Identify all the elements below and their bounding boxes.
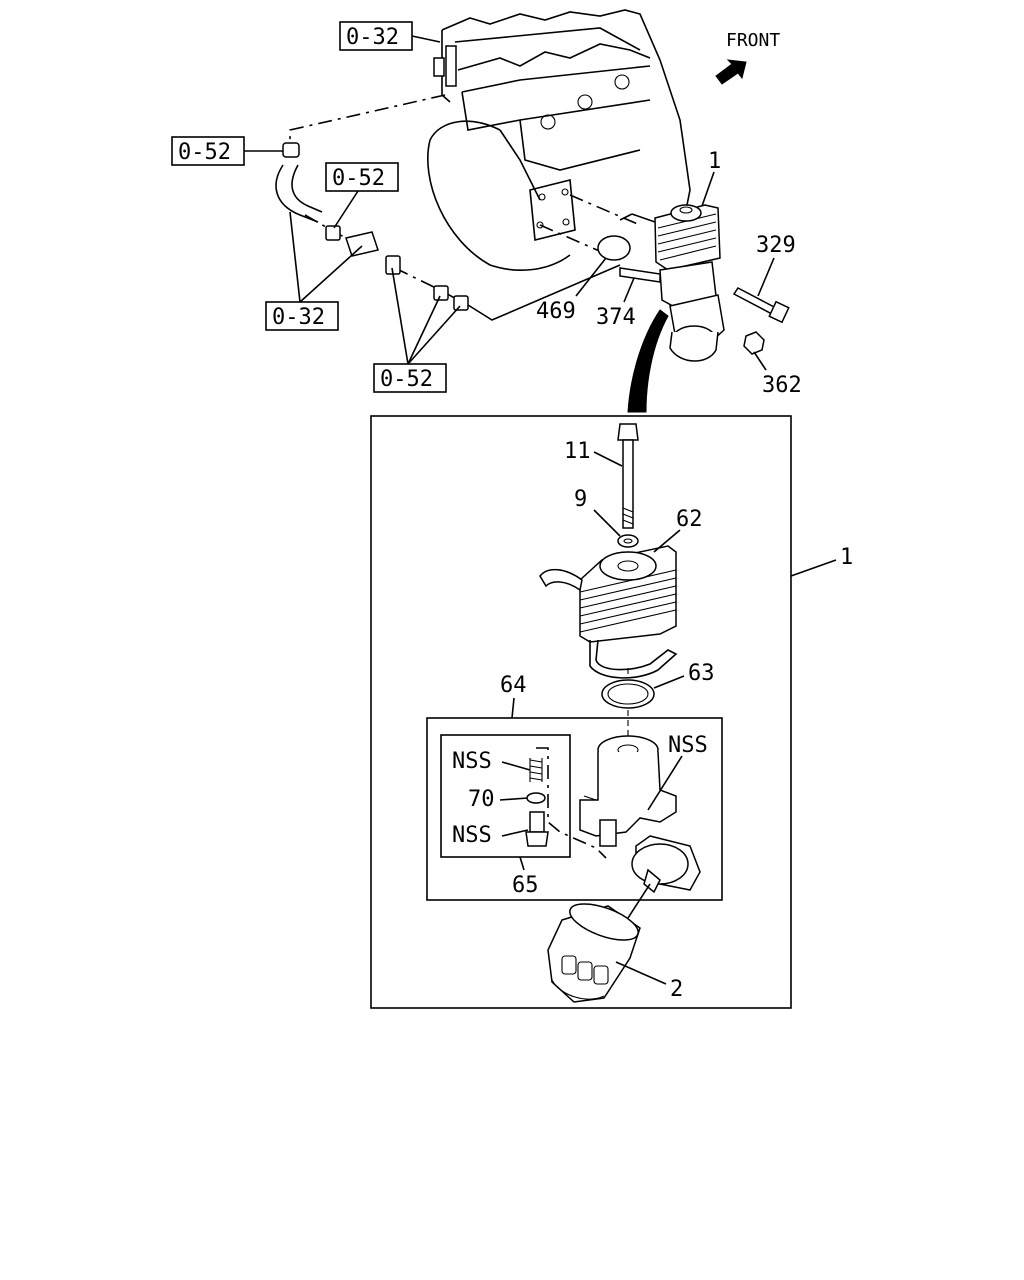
hose-and-fittings-drawing <box>275 142 621 321</box>
callout-2: 2 <box>670 977 683 1002</box>
reference-0-32-top[interactable]: 0-32 <box>339 21 413 51</box>
nut-362 <box>743 331 765 355</box>
nss-label-plug: NSS <box>452 823 492 848</box>
oil-cooler-assembly-drawing <box>619 204 725 362</box>
callout-374: 374 <box>596 305 636 330</box>
front-label: FRONT <box>726 30 780 51</box>
engine-block-drawing <box>427 9 691 271</box>
callout-9: 9 <box>574 487 587 512</box>
relief-valve-group-65 <box>440 734 571 858</box>
cooler-element-62 <box>539 545 678 679</box>
reference-label: 0-52 <box>380 367 433 392</box>
callout-362: 362 <box>762 373 802 398</box>
callout-64: 64 <box>500 673 527 698</box>
reference-0-32-bottom[interactable]: 0-32 <box>265 301 339 331</box>
reference-0-52-mid[interactable]: 0-52 <box>325 162 399 192</box>
callout-1-side: 1 <box>840 545 853 570</box>
reference-label: 0-52 <box>178 140 231 165</box>
callout-469: 469 <box>536 299 576 324</box>
washer-9 <box>617 534 639 548</box>
reference-0-52-bottom[interactable]: 0-52 <box>373 363 447 393</box>
o-ring-469 <box>597 235 631 261</box>
oil-cooler-body <box>579 735 701 894</box>
reference-0-52-left[interactable]: 0-52 <box>171 136 245 166</box>
oil-filter-2 <box>547 903 641 1003</box>
reference-label: 0-32 <box>346 25 399 50</box>
callout-70: 70 <box>468 787 495 812</box>
callout-63: 63 <box>688 661 715 686</box>
detail-pointer <box>627 309 669 413</box>
callout-1-top: 1 <box>708 149 721 174</box>
callout-329: 329 <box>756 233 796 258</box>
bolt-329 <box>732 287 790 324</box>
nss-label-cooler-body: NSS <box>668 733 708 758</box>
washer-70 <box>526 792 546 804</box>
relief-plug <box>525 811 549 847</box>
nss-label-spring: NSS <box>452 749 492 774</box>
reference-label: 0-52 <box>332 166 385 191</box>
arrow-icon <box>715 59 747 85</box>
bolt-11 <box>617 423 639 529</box>
reference-label: 0-32 <box>272 305 325 330</box>
stud-374 <box>619 267 661 283</box>
relief-spring <box>529 758 543 782</box>
detail-frame <box>370 415 792 1009</box>
callout-65: 65 <box>512 873 539 898</box>
oil-cooler-body-group-64 <box>426 717 723 901</box>
o-ring-63 <box>601 679 655 709</box>
callout-11: 11 <box>564 439 591 464</box>
callout-62: 62 <box>676 507 703 532</box>
